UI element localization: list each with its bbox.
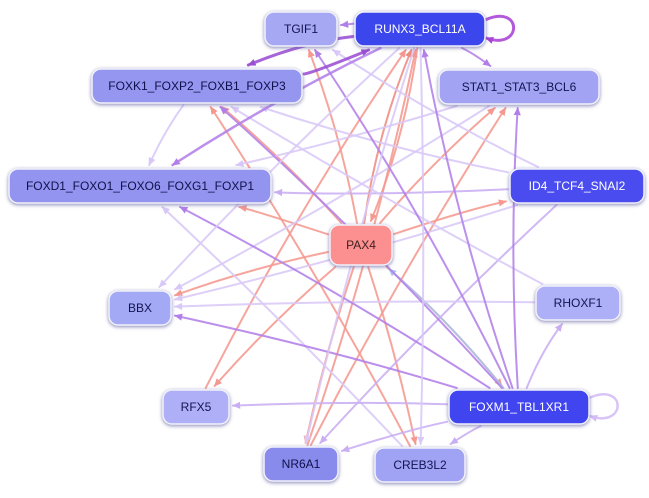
node-label: BBX [128,301,152,315]
node-label: RUNX3_BCL11A [374,22,465,36]
node-box [8,168,272,204]
edge-FOXM1_TBL1XR1-NR6A1 [341,420,448,453]
edge-ID4_TCF4_SNAI2-NR6A1 [319,204,558,444]
edge-RUNX3_BCL11A-STAT1_STAT3_BCL6 [460,47,492,67]
self-loop-FOXM1_TBL1XR1 [587,393,619,422]
node-label: PAX4 [346,238,376,252]
edge-RUNX3_BCL11A-CREB3L2 [417,47,425,445]
edge-RFX5-RUNX3_BCL11A [204,49,407,389]
node-label: RFX5 [181,400,212,414]
node-TGIF1[interactable]: TGIF1 [264,11,338,47]
edge-PAX4-RFX5 [213,266,337,387]
edge-STAT1_STAT3_BCL6-BBX [174,105,490,291]
node-STAT1_STAT3_BCL6[interactable]: STAT1_STAT3_BCL6 [438,69,600,105]
node-box [509,168,645,204]
node-box [91,68,303,104]
node-box [108,290,172,326]
edge-CREB3L2-FOXK1_FOXP2_FOXB1_FOXP3 [209,106,411,447]
node-PAX4[interactable]: PAX4 [329,224,393,266]
edge-PAX4-BBX [174,251,329,297]
edge-PAX4-ID4_TCF4_SNAI2 [393,199,507,236]
node-RUNX3_BCL11A[interactable]: RUNX3_BCL11A [354,11,486,47]
node-box [263,446,339,482]
node-box [354,11,486,47]
edge-ID4_TCF4_SNAI2-FOXD1_FOXO1_FOXO6_FOXG1_FOXP1 [274,188,509,197]
edge-PAX4-STAT1_STAT3_BCL6 [379,107,496,224]
edge-FOXK1_FOXP2_FOXB1_FOXP3-RUNX3_BCL11A [302,48,371,76]
edge-FOXM1_TBL1XR1-BBX [174,313,458,389]
node-ID4_TCF4_SNAI2[interactable]: ID4_TCF4_SNAI2 [509,168,645,204]
edge-FOXM1_TBL1XR1-STAT1_STAT3_BCL6 [512,107,521,389]
node-RFX5[interactable]: RFX5 [162,389,230,425]
edge-FOXM1_TBL1XR1-RHOXF1 [525,323,564,389]
edge-RUNX3_BCL11A-FOXD1_FOXO1_FOXO6_FOXG1_FOXP1 [171,46,382,167]
self-loop-RUNX3_BCL11A [483,14,516,44]
node-box [162,389,230,425]
edge-RHOXF1-FOXK1_FOXP2_FOXB1_FOXP3 [230,106,544,285]
node-label: STAT1_STAT3_BCL6 [462,80,577,94]
edge-PAX4-FOXD1_FOXO1_FOXO6_FOXG1_FOXP1 [238,204,329,236]
edge-FOXM1_TBL1XR1-CREB3L2 [449,425,482,445]
node-box [448,389,590,425]
node-label: FOXK1_FOXP2_FOXB1_FOXP3 [108,79,286,93]
node-RHOXF1[interactable]: RHOXF1 [535,285,621,321]
node-label: ID4_TCF4_SNAI2 [529,179,626,193]
node-label: CREB3L2 [393,458,447,472]
node-FOXD1_FOXO1_FOXO6_FOXG1_FOXP1[interactable]: FOXD1_FOXO1_FOXO6_FOXG1_FOXP1 [8,168,272,204]
node-layer: TGIF1 RUNX3_BCL11A FOXK1_FOXP2_FOXB1_FOXP3… [8,11,645,483]
node-box [329,224,393,266]
edge-RHOXF1-BBX [174,300,535,310]
edge-STAT1_STAT3_BCL6-FOXD1_FOXO1_FOXO6_FOXG1_FOXP1 [235,105,458,167]
edge-FOXM1_TBL1XR1-FOXD1_FOXO1_FOXO6_FOXG1_FOXP1 [179,206,491,389]
node-box [374,447,466,483]
node-label: FOXD1_FOXO1_FOXO6_FOXG1_FOXP1 [26,179,254,193]
node-NR6A1[interactable]: NR6A1 [263,446,339,482]
node-label: NR6A1 [282,457,321,471]
node-label: FOXM1_TBL1XR1 [469,400,569,414]
edge-FOXM1_TBL1XR1-RFX5 [232,401,448,409]
edge-RUNX3_BCL11A-PAX4 [369,47,419,222]
edge-CREB3L2-FOXD1_FOXO1_FOXO6_FOXG1_FOXP1 [161,206,404,447]
node-FOXK1_FOXP2_FOXB1_FOXP3[interactable]: FOXK1_FOXP2_FOXB1_FOXP3 [91,68,303,104]
edge-FOXM1_TBL1XR1-RUNX3_BCL11A [421,49,514,389]
node-FOXM1_TBL1XR1[interactable]: FOXM1_TBL1XR1 [448,389,590,425]
node-box [264,11,338,47]
node-box [438,69,600,105]
edge-RUNX3_BCL11A-BBX [158,47,401,288]
edge-PAX4-CREB3L2 [367,266,418,445]
edge-NR6A1-STAT1_STAT3_BCL6 [309,107,507,446]
node-label: RHOXF1 [554,296,603,310]
node-CREB3L2[interactable]: CREB3L2 [374,447,466,483]
node-BBX[interactable]: BBX [108,290,172,326]
edge-FOXK1_FOXP2_FOXB1_FOXP3-FOXD1_FOXO1_FOXO6_FOXG1_FOXP1 [148,104,185,166]
node-box [535,285,621,321]
edge-FOXM1_TBL1XR1-TGIF1 [314,49,511,389]
node-label: TGIF1 [284,22,318,36]
